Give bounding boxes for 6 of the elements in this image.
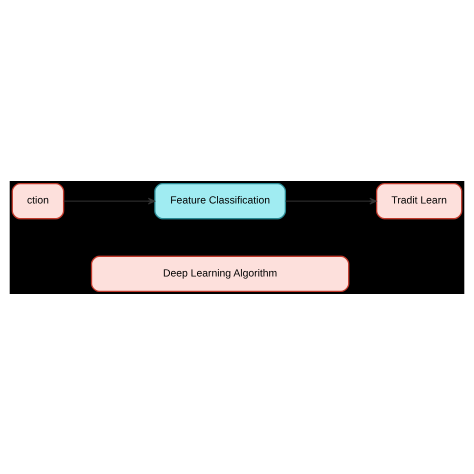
node-box: Feature Classification <box>154 182 286 219</box>
node-box: Tradit Learn <box>376 182 462 219</box>
arrow <box>63 197 156 204</box>
arrow <box>285 197 377 204</box>
node-box: ction <box>12 182 64 219</box>
node-box: Deep Learning Algorithm <box>90 255 350 292</box>
